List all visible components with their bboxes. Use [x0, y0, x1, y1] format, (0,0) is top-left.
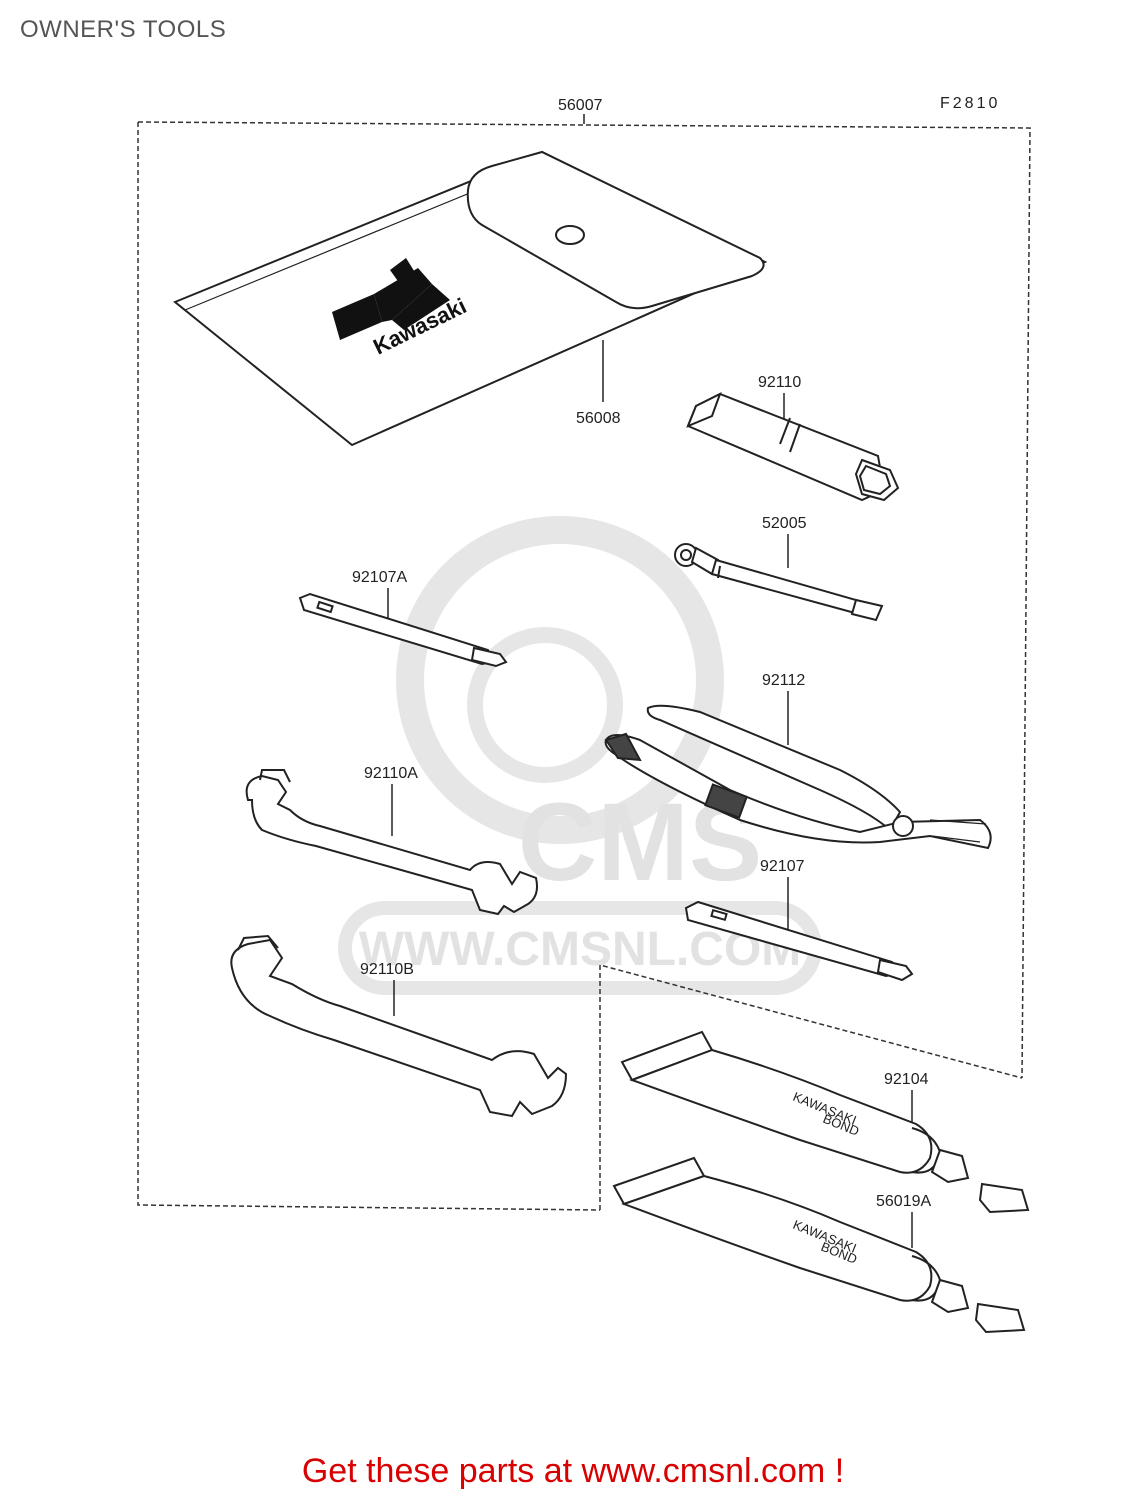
- pliers: [604, 704, 992, 850]
- page-title: OWNER'S TOOLS: [20, 16, 227, 43]
- part-label-92104: 92104: [884, 1071, 929, 1088]
- part-label-92107A: 92107A: [352, 569, 407, 586]
- part-label-92110A: 92110A: [364, 765, 418, 782]
- wrench-92110b: [230, 934, 568, 1118]
- kawasaki-logo: [332, 258, 450, 340]
- part-label-56008: 56008: [576, 410, 621, 427]
- kit-boundary: [137, 121, 1031, 1211]
- part-labels: 56007 56008 92110 52005 92107A 92112 921…: [352, 97, 931, 1210]
- part-label-92112: 92112: [762, 672, 805, 689]
- watermark-mascot-face: [467, 627, 623, 783]
- bond-tube-56019a: KAWASAKI BOND: [612, 1156, 1026, 1334]
- figure-code: F2810: [940, 95, 1000, 112]
- pouch-snap-button: [555, 225, 585, 245]
- leader-lines: [387, 340, 913, 1248]
- screwdriver-92107a: [298, 592, 508, 668]
- part-label-56007: 56007: [558, 97, 603, 114]
- part-label-92107: 92107: [760, 858, 805, 875]
- part-label-56019A: 56019A: [876, 1193, 931, 1210]
- screwdriver-handle: [674, 543, 884, 622]
- footer-cta[interactable]: Get these parts at www.cmsnl.com !: [301, 1452, 845, 1490]
- part-label-92110B: 92110B: [360, 961, 414, 978]
- watermark-mascot-head: [396, 516, 724, 844]
- part-label-92110: 92110: [758, 374, 801, 391]
- tool-pouch: Kawasaki: [173, 150, 768, 447]
- cms-watermark: CMS WWW.CMSNL.COM: [338, 516, 822, 995]
- screwdriver-92107: [684, 900, 914, 982]
- spark-plug-wrench: [686, 391, 900, 502]
- part-label-52005: 52005: [762, 515, 807, 532]
- wrench-92110a: [245, 769, 538, 916]
